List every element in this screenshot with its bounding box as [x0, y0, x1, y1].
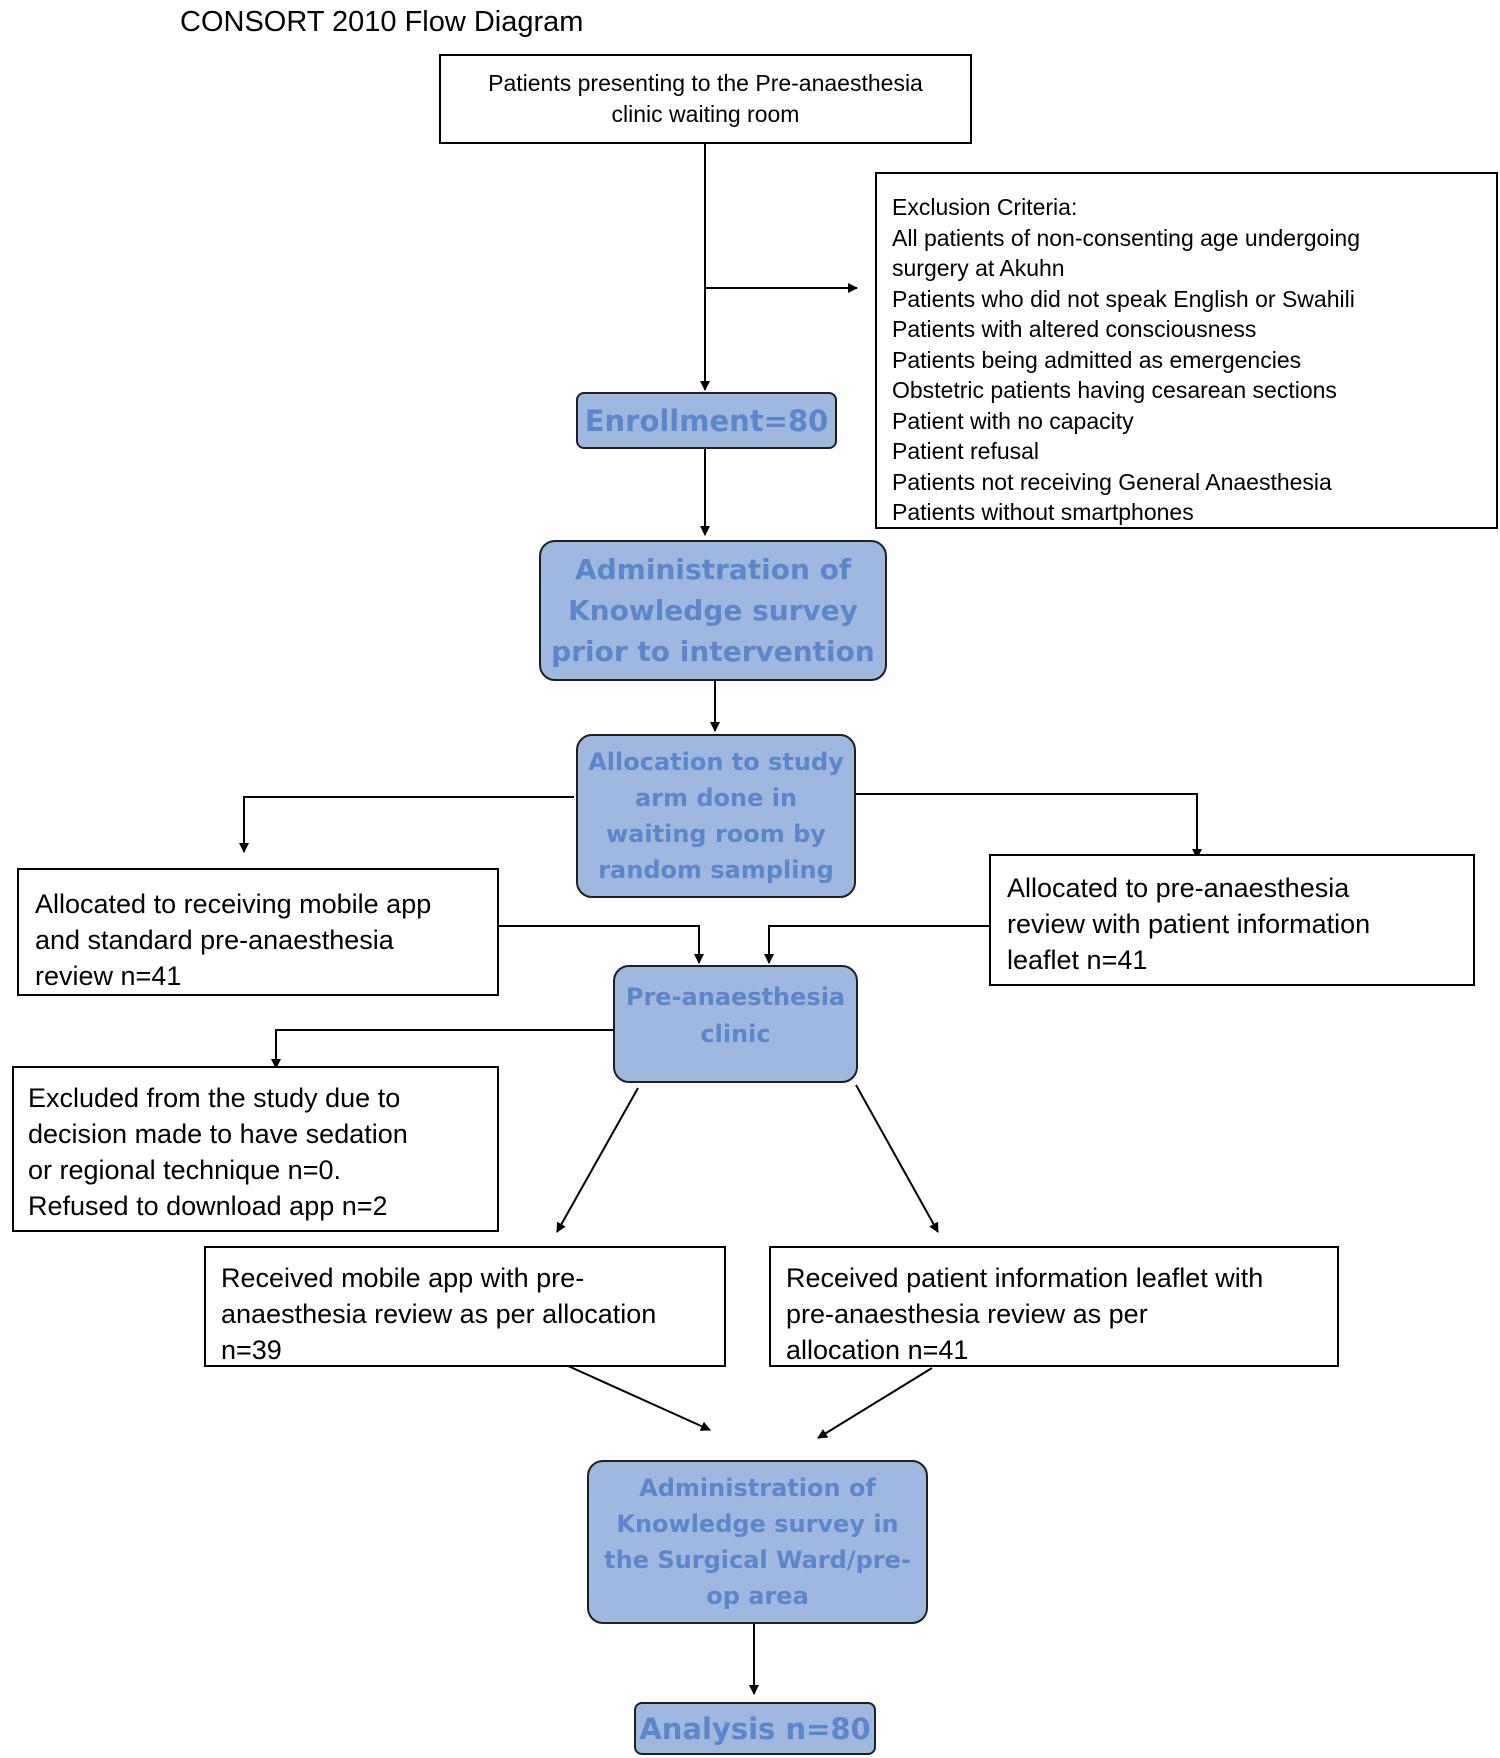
allocated-app-box: Allocated to receiving mobile app and st… [17, 868, 499, 996]
arrow-allocation-to-app [239, 796, 574, 853]
diagram-title: CONSORT 2010 Flow Diagram [180, 6, 584, 38]
arrow-leaflet-to-clinic [764, 925, 989, 964]
arrow-clinic-to-excluded [271, 1029, 613, 1069]
received-app-line-3: n=39 [221, 1335, 282, 1365]
excluded-line-3: or regional technique n=0. [28, 1155, 341, 1185]
enrollment-label: Enrollment=80 [584, 403, 829, 438]
allocation-box: Allocation to study arm done in waiting … [576, 734, 856, 898]
received-leaflet-line-3: allocation n=41 [786, 1335, 969, 1365]
survey-prior-line-1: Administration of [574, 553, 852, 586]
allocated-leaflet-box: Allocated to pre-anaesthesia review with… [989, 854, 1475, 986]
survey-ward-line-1: Administration of [639, 1474, 876, 1502]
excluded-line-2: decision made to have sedation [28, 1119, 408, 1149]
survey-ward-line-2: Knowledge survey in [616, 1510, 899, 1538]
survey-ward-box: Administration of Knowledge survey in th… [587, 1460, 928, 1624]
enrollment-box: Enrollment=80 [576, 392, 837, 449]
excluded-line-1: Excluded from the study due to [28, 1083, 401, 1113]
exclusion-line-9: Patient refusal [892, 438, 1040, 464]
allocation-line-1: Allocation to study [588, 748, 844, 776]
received-leaflet-box: Received patient information leaflet wit… [769, 1246, 1339, 1367]
excluded-box: Excluded from the study due to decision … [12, 1066, 499, 1232]
exclusion-line-4: Patients who did not speak English or Sw… [892, 285, 1355, 312]
arrow-recv-leaflet-to-survey [817, 1367, 933, 1439]
start-line-1: Patients presenting to the Pre-anaesthes… [488, 70, 923, 96]
survey-prior-line-2: Knowledge survey [567, 594, 859, 627]
survey-ward-line-3: the Surgical Ward/pre- [604, 1546, 911, 1574]
analysis-label: Analysis n=80 [639, 1711, 871, 1746]
allocation-line-3: waiting room by [606, 820, 826, 848]
exclusion-line-3: surgery at Akuhn [892, 255, 1065, 281]
survey-prior-line-3: prior to intervention [551, 635, 875, 668]
received-leaflet-line-2: pre-anaesthesia review as per [786, 1299, 1148, 1329]
allocated-leaflet-line-1: Allocated to pre-anaesthesia [1007, 873, 1350, 903]
allocated-app-line-2: and standard pre-anaesthesia [35, 925, 394, 955]
received-app-line-1: Received mobile app with pre- [221, 1263, 585, 1293]
allocated-leaflet-line-2: review with patient information [1007, 909, 1371, 939]
arrow-clinic-to-recv-leaflet [855, 1084, 939, 1233]
allocation-line-4: random sampling [598, 856, 834, 884]
analysis-box: Analysis n=80 [634, 1702, 876, 1755]
clinic-line-1: Pre-anaesthesia [625, 983, 846, 1011]
survey-prior-box: Administration of Knowledge survey prior… [539, 540, 887, 681]
allocation-line-2: arm done in [634, 784, 798, 812]
arrow-clinic-to-recv-app [556, 1087, 639, 1233]
arrow-allocation-to-leaflet [856, 793, 1202, 859]
received-app-box: Received mobile app with pre- anaesthesi… [204, 1246, 726, 1367]
exclusion-line-7: Obstetric patients having cesarean secti… [892, 377, 1337, 403]
exclusion-line-11: Patients without smartphones [892, 499, 1194, 525]
excluded-line-4: Refused to download app n=2 [28, 1191, 388, 1221]
arrow-app-to-clinic [498, 925, 704, 964]
start-line-2: clinic waiting room [611, 101, 800, 127]
start-box: Patients presenting to the Pre-anaesthes… [439, 54, 972, 144]
allocated-app-line-3: review n=41 [35, 961, 182, 991]
allocated-app-line-1: Allocated to receiving mobile app [35, 889, 432, 919]
received-leaflet-line-1: Received patient information leaflet wit… [786, 1263, 1264, 1293]
exclusion-line-5: Patients with altered consciousness [892, 316, 1257, 342]
exclusion-line-6: Patients being admitted as emergencies [892, 346, 1302, 373]
survey-ward-line-4: op area [706, 1582, 809, 1610]
received-app-line-2: anaesthesia review as per allocation [221, 1299, 657, 1329]
exclusion-line-1: Exclusion Criteria: [892, 194, 1078, 220]
arrow-recv-app-to-survey [545, 1355, 711, 1431]
exclusion-line-8: Patient with no capacity [892, 407, 1134, 434]
clinic-box: Pre-anaesthesia clinic [613, 965, 858, 1083]
allocated-leaflet-line-3: leaflet n=41 [1007, 945, 1148, 975]
exclusion-line-10: Patients not receiving General Anaesthes… [892, 468, 1332, 495]
exclusion-line-2: All patients of non-consenting age under… [892, 224, 1361, 251]
exclusion-criteria-box: Exclusion Criteria: All patients of non-… [875, 172, 1498, 529]
clinic-line-2: clinic [700, 1020, 771, 1048]
